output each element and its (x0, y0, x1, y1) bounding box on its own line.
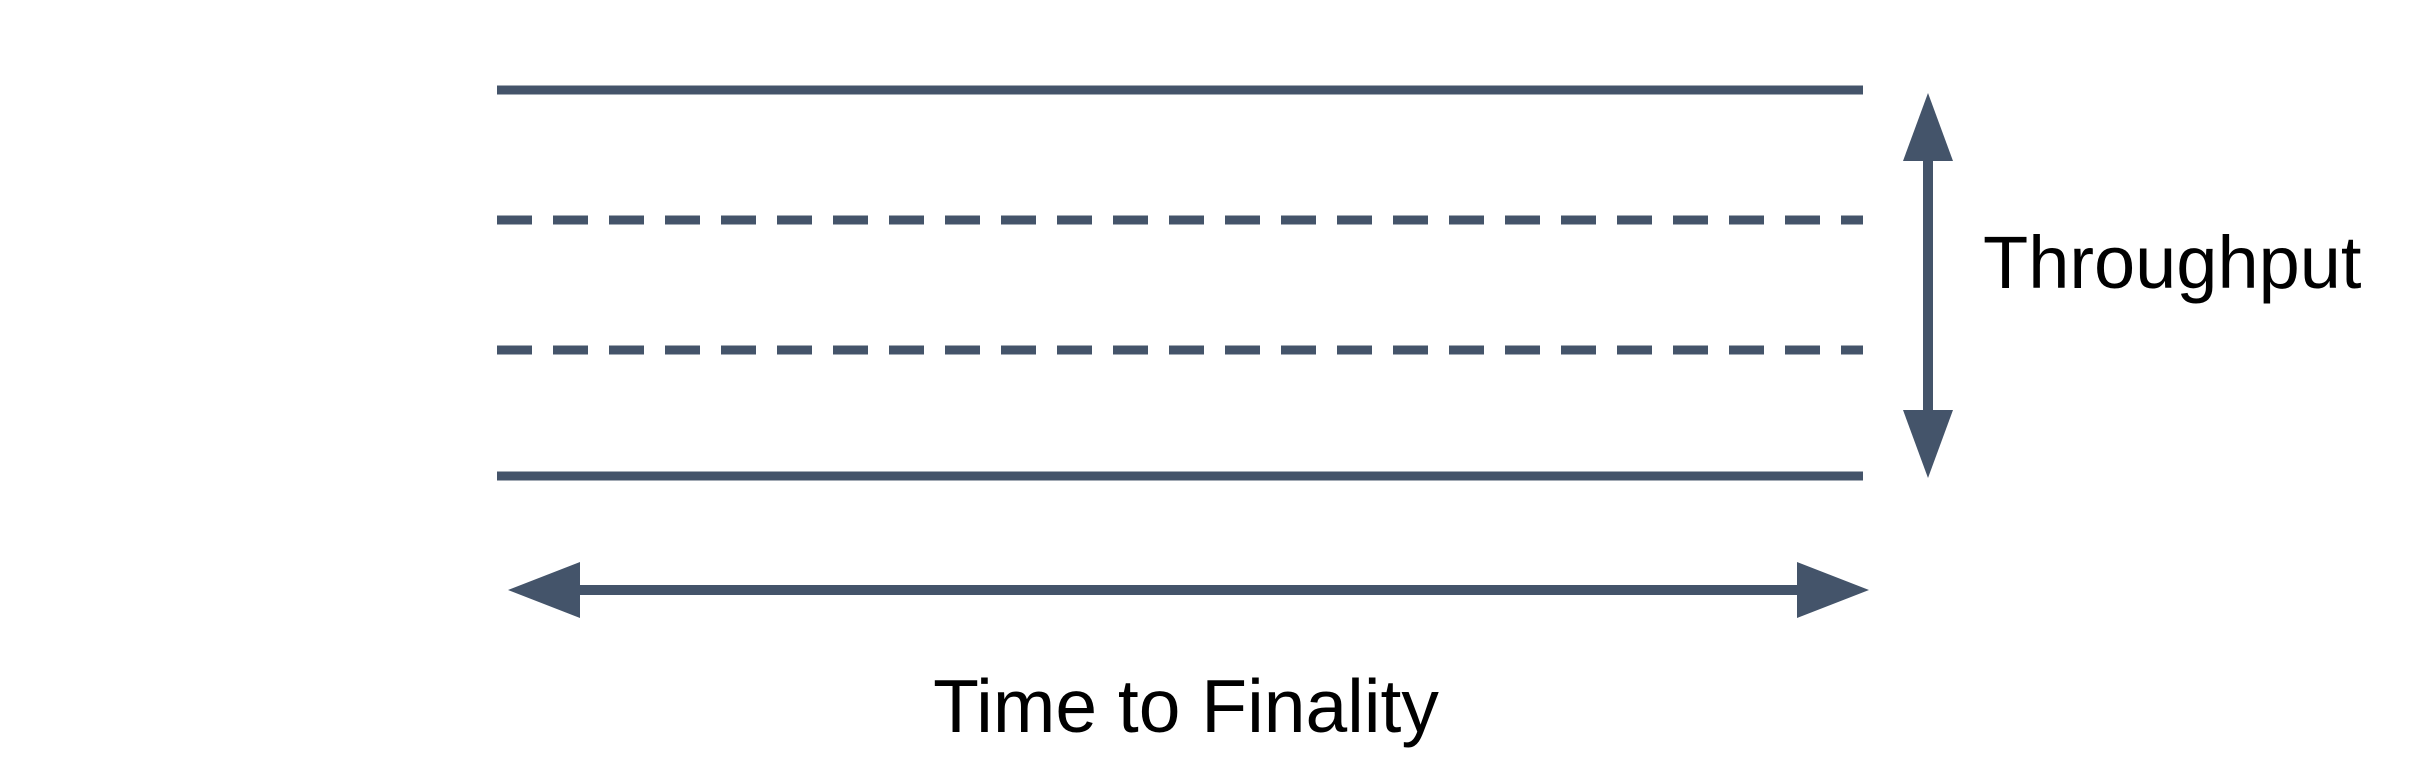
throughput-arrow-shaft (1923, 155, 1933, 417)
throughput-arrow-head-down (1903, 410, 1953, 478)
throughput-arrow-head-up (1903, 93, 1953, 161)
time-to-finality-arrow-head-right (1797, 562, 1869, 618)
time-to-finality-arrow-shaft (570, 585, 1807, 595)
throughput-label: Throughput (1983, 221, 2362, 304)
lane-group (497, 85, 1863, 481)
time-to-finality-label: Time to Finality (933, 664, 1439, 748)
time-to-finality-arrow (508, 562, 1869, 618)
throughput-arrow (1903, 93, 1953, 478)
time-to-finality-arrow-head-left (508, 562, 580, 618)
